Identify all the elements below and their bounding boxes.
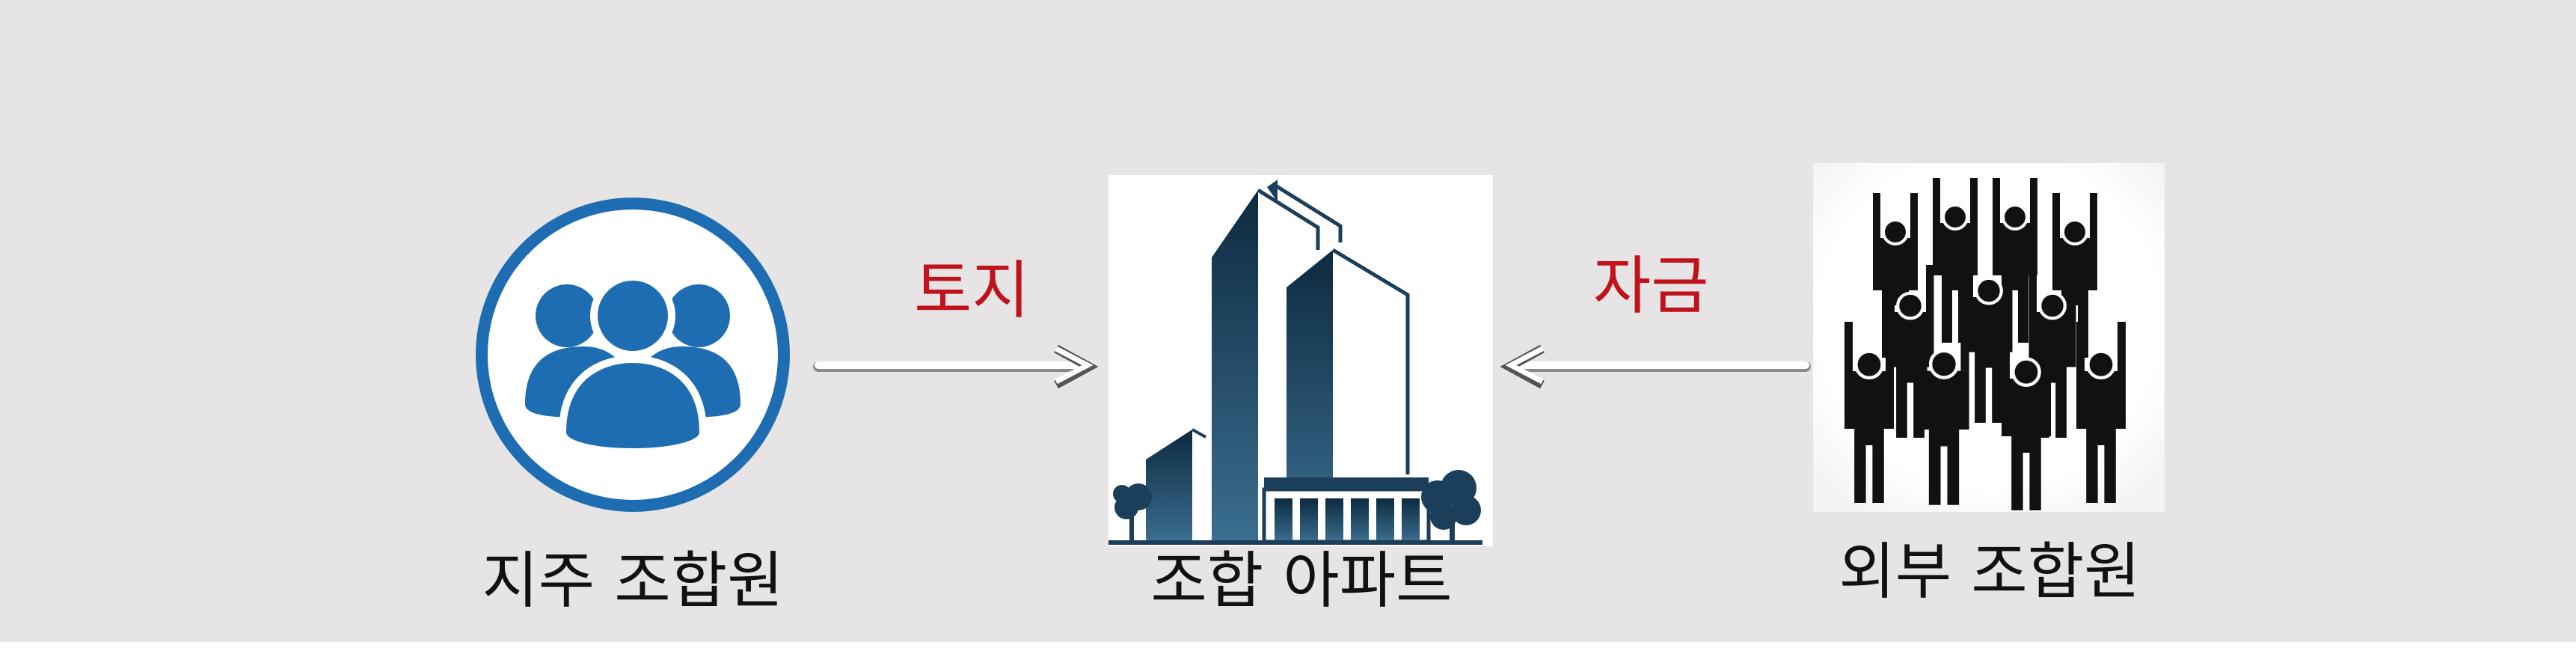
node-label-external-members: 외부 조합원 [1839,537,2141,608]
node-label-union-apartment: 조합 아파트 [1150,546,1453,617]
crowd-raised-hands-icon [1813,163,2165,512]
group-users-icon [476,198,790,512]
apartment-building-icon [1108,175,1493,546]
arrow-left-edge [1500,344,1811,389]
diagram-canvas: 토지 자금 지주 조합원 조합 아파트 외부 조합원 [0,0,2576,642]
arrow-right-edge [813,344,1099,389]
edge-label-land: 토지 [914,254,1030,327]
edge-label-funds: 자금 [1593,249,1709,323]
node-label-landowner-members: 지주 조합원 [482,546,784,617]
